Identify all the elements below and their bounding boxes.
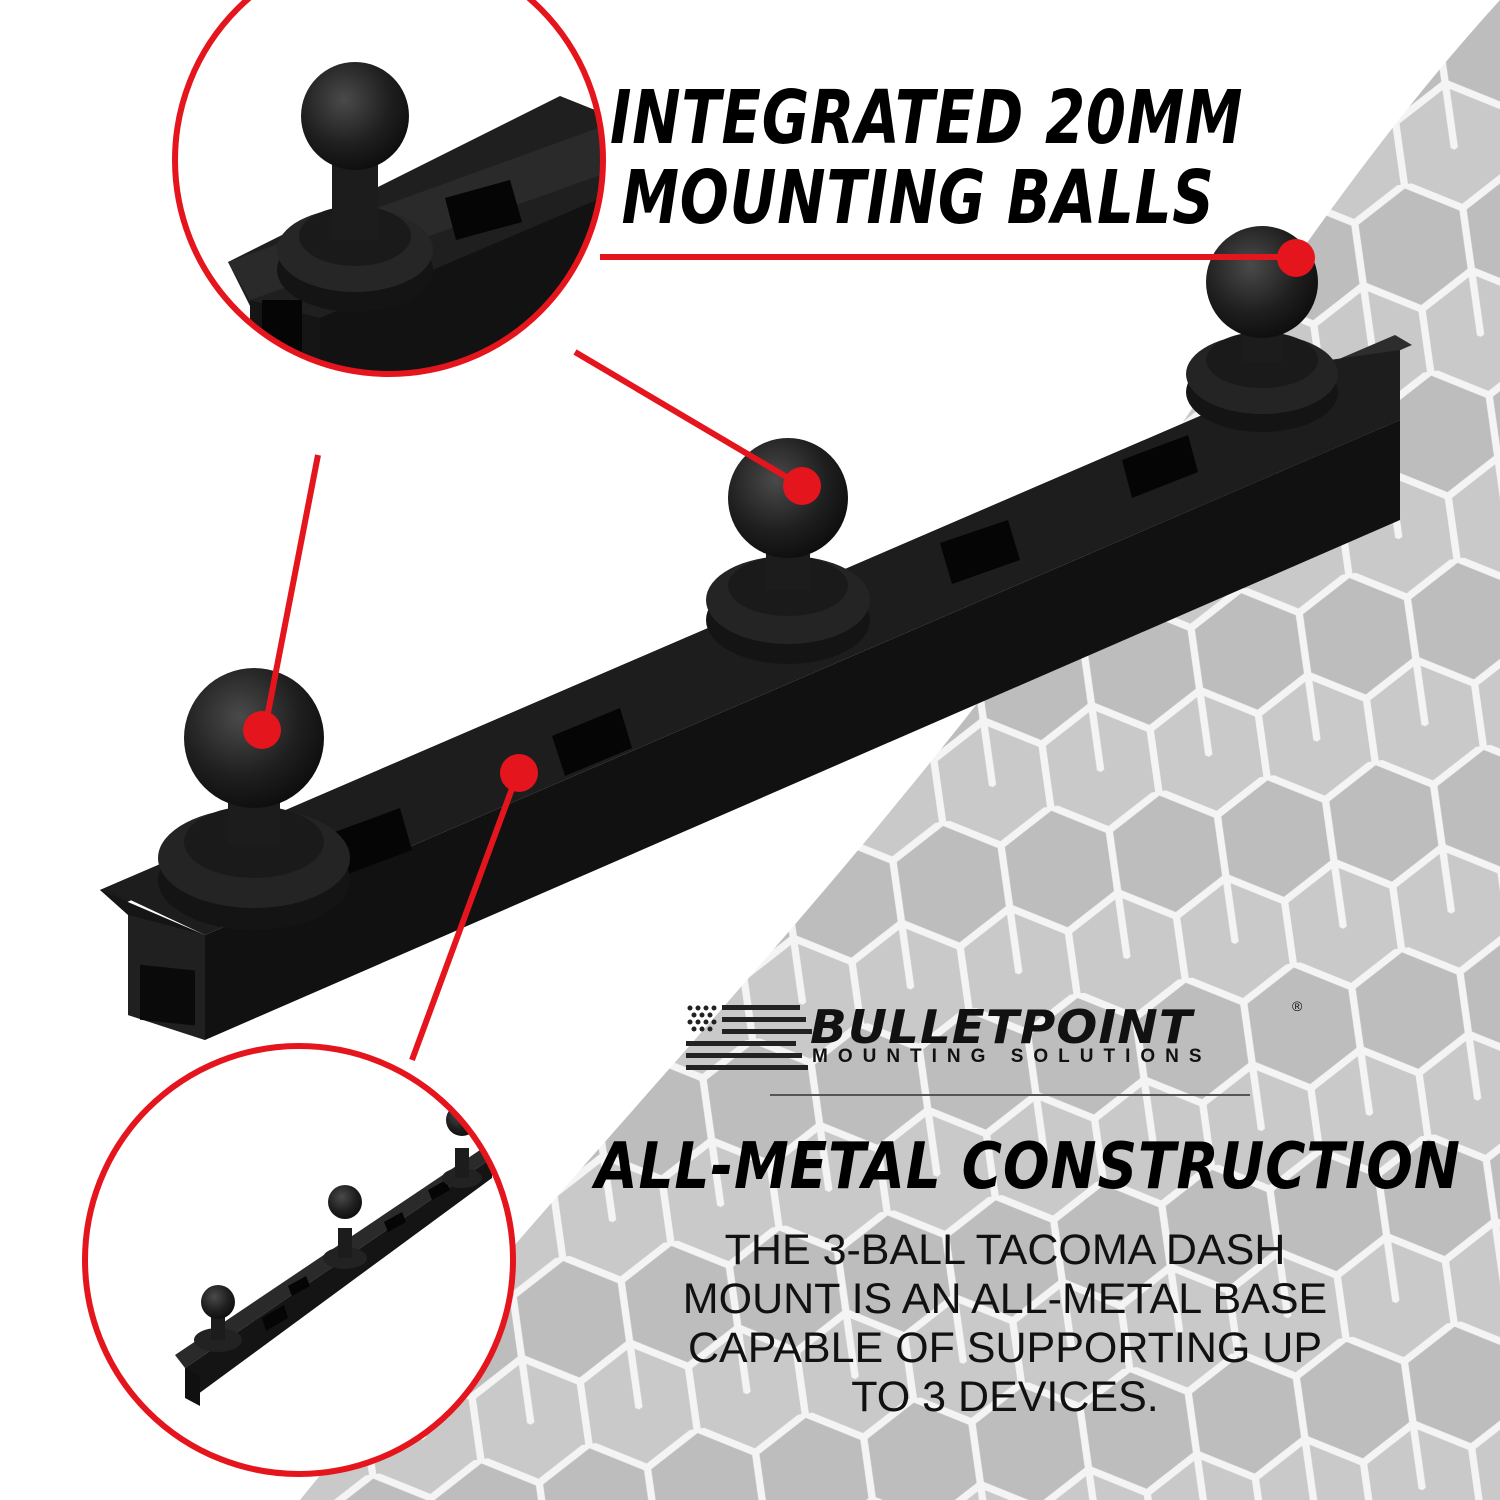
zoom-circle-bottom — [82, 1043, 516, 1477]
callout-heading-line1: INTEGRATED 20MM — [610, 75, 1244, 161]
brand-tagline: MOUNTING SOLUTIONS — [812, 1046, 1212, 1067]
carbon-hex-surface — [300, 0, 1500, 1500]
brand-registered-mark: ® — [1292, 998, 1303, 1014]
zoom-circle-top — [172, 0, 606, 377]
callout-heading-line2: MOUNTING BALLS — [621, 155, 1215, 241]
feature-body-line4: TO 3 DEVICES. — [851, 1373, 1159, 1421]
mounting-ball-left — [158, 668, 350, 930]
callout-dot-icon — [243, 239, 1315, 792]
feature-body-line1: THE 3-BALL TACOMA DASH — [724, 1226, 1286, 1274]
feature-body: THE 3-BALL TACOMA DASH MOUNT IS AN ALL-M… — [600, 1226, 1410, 1422]
callout-heading: INTEGRATED 20MM MOUNTING BALLS — [610, 75, 1244, 241]
divider — [770, 1094, 1250, 1096]
feature-heading: ALL-METAL CONSTRUCTION — [595, 1130, 1461, 1204]
callout-lines — [262, 254, 1295, 1062]
feature-body-line2: MOUNT IS AN ALL-METAL BASE — [682, 1275, 1328, 1323]
brand-name: BULLETPOINT — [810, 1000, 1193, 1054]
flag-bullets-logo-icon — [686, 1005, 812, 1070]
brand-logo: BULLETPOINT ® MOUNTING SOLUTIONS — [686, 998, 1306, 1080]
mounting-ball-middle — [706, 438, 870, 664]
feature-body-line3: CAPABLE OF SUPPORTING UP — [688, 1324, 1322, 1372]
